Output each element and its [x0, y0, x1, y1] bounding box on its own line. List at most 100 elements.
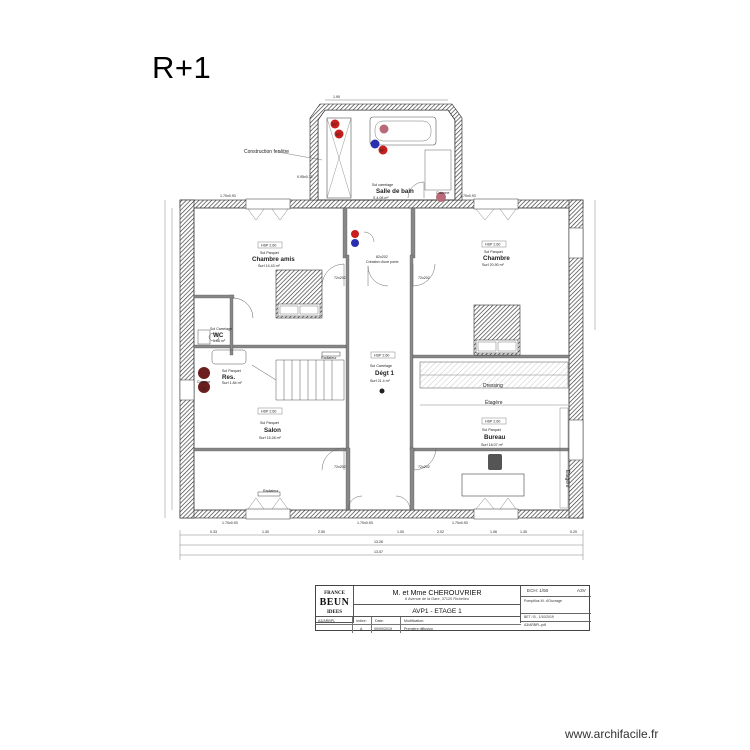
- wc-fixtures: [197, 297, 254, 365]
- window-label: 1.70x0.93: [220, 194, 236, 198]
- window-label: 1.70x0.93: [222, 521, 238, 525]
- client-name: M. et Mme CHEROUVRIER: [392, 588, 482, 597]
- room-name-salon: Salon: [264, 427, 281, 434]
- bathroom-annex: [309, 99, 463, 201]
- room-floor-salon: Sol Parquet: [260, 421, 279, 425]
- bed-chambre-amis: [275, 269, 323, 319]
- room-floor-bureau: Sol Parquet: [482, 428, 501, 432]
- window-label: 1.70x0.93: [357, 521, 373, 525]
- room-name-chambre: Chambre: [483, 255, 510, 262]
- door-label: 72x202: [418, 465, 430, 469]
- author-label: Pompilius M. d'Ouvrage: [524, 599, 563, 603]
- colonne-label: Colonne: [197, 380, 210, 384]
- construction-label: Construction fenêtre: [244, 149, 289, 155]
- title-block-info: ECH: 1/50 A3V Pompilius M. d'Ouvrage BET…: [521, 586, 591, 632]
- dim-segment: 1.06: [490, 530, 497, 534]
- room-name-degt: Dégt 1: [375, 370, 394, 377]
- ce-label: CE: [201, 387, 207, 391]
- revision-row: A 09/09/2019 Première diffusion: [316, 624, 521, 633]
- staircase: [251, 359, 345, 401]
- project-phase: AVP1 - ETAGE 1: [412, 608, 462, 615]
- room-floor-res: Sol Parquet: [222, 369, 241, 373]
- room-area-bath: S 4.08 m²: [373, 196, 389, 200]
- scale-label: ECH: 1/50: [527, 588, 549, 593]
- dim-top: 1.90: [333, 95, 340, 99]
- dim-segment: 2.02: [437, 530, 444, 534]
- revision-cell: Modification:: [404, 618, 425, 623]
- room-hsp-chambre: HSP 2.60: [485, 243, 500, 247]
- room-hsp-degt: HSP 2.60: [374, 354, 389, 358]
- dim-total-2: 13.57: [374, 550, 383, 554]
- bottom-dimensions: 0.33 1.30 2.50 1.00 2.02 1.06 1.30 0.20 …: [210, 530, 577, 554]
- door-label: 72x202: [334, 276, 346, 280]
- revision-header: A3/ARBPL Indice: Date: Modification:: [316, 616, 521, 625]
- room-area-degt: Surf 21.4 m²: [370, 379, 391, 383]
- room-name-bath: Salle de bain: [376, 188, 414, 195]
- point-ev: EV: [332, 123, 337, 127]
- room-floor-degt: Sol Carrelage: [370, 364, 392, 368]
- room-name-ch-amis: Chambre amis: [252, 256, 295, 263]
- room-area-wc: 1.66 m²: [213, 339, 226, 343]
- room-floor-ch-amis: Sol Parquet: [260, 251, 279, 255]
- radiateur-label-2: Radiateur: [263, 489, 279, 493]
- watermark-link[interactable]: www.archifacile.fr: [565, 727, 659, 741]
- revision-cell: Première diffusion: [404, 626, 433, 631]
- room-floor-bath: Sol carrelage: [372, 183, 393, 187]
- dim-segment: 0.33: [210, 530, 217, 534]
- revision-cell: Indice:: [356, 618, 367, 623]
- dressing-label: Dressing: [483, 383, 503, 389]
- dim-total-1: 13.26: [374, 540, 383, 544]
- window-label: 1.70x0.93: [452, 521, 468, 525]
- file-label: A3/ARBPL.pdf: [524, 623, 546, 627]
- bed-chambre: [473, 304, 521, 356]
- etagere-label: Étagère: [485, 399, 503, 406]
- dim-segment: 0.20: [570, 530, 577, 534]
- revision-cell: Date:: [375, 618, 384, 623]
- plumbing-points: EV EC EF: [198, 119, 446, 393]
- logo-line: IDEES: [326, 610, 342, 615]
- title-block-main: M. et Mme CHEROUVRIER 6 Avenue de la Gar…: [354, 586, 521, 623]
- title-block: FRANCE BEUN IDEES M. et Mme CHEROUVRIER …: [315, 585, 591, 633]
- room-hsp-ch-amis: HSP 2.60: [261, 244, 276, 248]
- dimension-lines: [164, 200, 596, 560]
- client-address: 6 Avenue de la Gare, 37120 Richelieu: [405, 597, 469, 601]
- room-name-bureau: Bureau: [484, 434, 506, 441]
- dim-segment: 1.30: [262, 530, 269, 534]
- dressing-cabinet: [419, 361, 569, 389]
- dim-segment: 1.30: [520, 530, 527, 534]
- room-area-ch-amis: Surf 14.43 m²: [258, 264, 281, 268]
- desk: [461, 454, 525, 497]
- exterior-walls: [179, 199, 584, 519]
- logo-line: FRANCE: [324, 591, 345, 596]
- door-label: 72x202: [418, 276, 430, 280]
- etagere-v-label: Étagère: [564, 470, 571, 488]
- door-label: 72x202: [334, 465, 346, 469]
- revision-cell: A: [360, 626, 363, 631]
- reference-label: BET / B - 1/10/2019: [524, 615, 554, 619]
- doors: [321, 231, 437, 511]
- dim-segment: 1.00: [397, 530, 404, 534]
- logo-line: BEUN: [319, 597, 350, 608]
- door-label: 82x202: [376, 255, 388, 259]
- room-area-chambre: Surf 20.90 m²: [482, 263, 505, 267]
- dim-segment: 2.50: [318, 530, 325, 534]
- window-flaps: [247, 208, 517, 510]
- room-area-res: Surf 1.84 m²: [222, 381, 243, 385]
- point-ef: EF: [380, 149, 385, 153]
- company-logo: FRANCE BEUN IDEES: [316, 586, 354, 623]
- level-title: R+1: [152, 50, 212, 85]
- window-label: 1.70x0.93: [460, 194, 476, 198]
- colonne-label-top: Colonne: [436, 191, 449, 195]
- interior-walls: [193, 207, 570, 511]
- window-label: 0.95x0.72: [297, 175, 313, 179]
- room-area-bureau: Surf 18.07 m²: [481, 443, 504, 447]
- revision-cell: A3/ARBPL: [318, 618, 336, 623]
- room-labels: HSP 2.60 Sol Parquet Chambre amis Surf 1…: [210, 240, 510, 447]
- room-name-res: Res.: [222, 374, 235, 381]
- revision-cell: 09/09/2019: [374, 626, 392, 631]
- room-floor-chambre: Sol Parquet: [484, 250, 503, 254]
- windows: [179, 198, 584, 520]
- radiateur-label: Radiateur: [321, 356, 337, 360]
- creation-porte-label: Création d'une porte: [366, 260, 398, 264]
